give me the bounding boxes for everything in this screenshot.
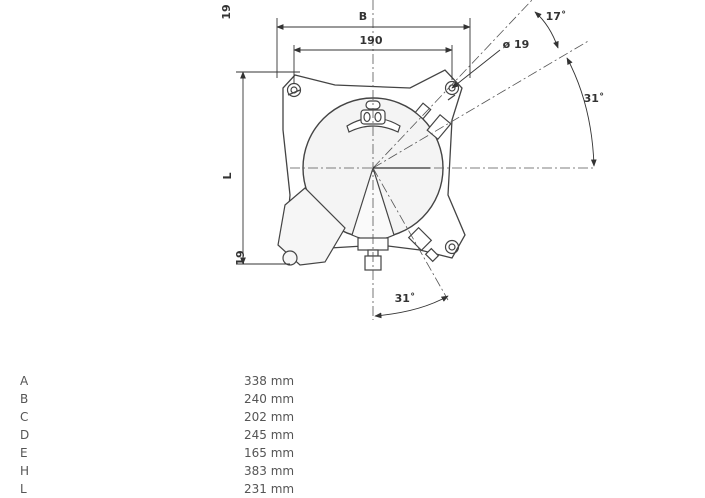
dimension-key: L: [20, 482, 27, 496]
dimension-value: 383 mm: [244, 464, 295, 478]
technical-drawing: B 190 ø 19 17˚ 31˚ 31˚ L 19 19: [220, 0, 605, 320]
angle-31-bottom-arc: [374, 295, 449, 319]
angle-31-bottom-label: 31˚: [395, 292, 416, 305]
dim-19-left-label: 19: [234, 250, 247, 265]
mounting-hole-bottom-right: [444, 239, 460, 255]
phi19-leader: [451, 49, 501, 89]
dimension-value: 202 mm: [244, 410, 295, 424]
dimension-value: 338 mm: [244, 374, 295, 388]
angle-17-arc: [534, 11, 559, 49]
dimension-key: H: [20, 464, 30, 478]
dimensions-table: A 338 mm B 240 mm C 202 mm D 245 mm E 16…: [20, 372, 294, 498]
dimension-value: 245 mm: [244, 428, 295, 442]
phi19-label: ø 19: [503, 38, 530, 51]
dim-190-label: 190: [360, 34, 383, 47]
table-row: E 165 mm: [20, 444, 294, 462]
dim-b: [276, 18, 471, 78]
dimension-key: B: [20, 392, 29, 406]
dim-l: [236, 71, 300, 265]
table-row: A 338 mm: [20, 372, 294, 390]
dim-l-label: L: [221, 172, 234, 179]
dim-190: [293, 45, 453, 84]
table-row: D 245 mm: [20, 426, 294, 444]
dimension-key: E: [20, 446, 28, 460]
dimension-value: 231 mm: [244, 482, 295, 496]
table-row: L 231 mm: [20, 480, 294, 498]
terminal-box: [277, 187, 346, 266]
table-row: H 383 mm: [20, 462, 294, 480]
angle-17-label: 17˚: [546, 10, 567, 23]
angle-31-right-label: 31˚: [584, 92, 605, 105]
angle-31-right-arc: [566, 57, 597, 167]
dimension-key: A: [20, 374, 29, 388]
dimension-value: 240 mm: [244, 392, 295, 406]
dimension-key: C: [20, 410, 29, 424]
dimension-key: D: [20, 428, 30, 442]
dim-19-top-label: 19: [220, 4, 233, 19]
table-row: B 240 mm: [20, 390, 294, 408]
valve-lower-right: [407, 226, 440, 263]
dimension-value: 165 mm: [244, 446, 295, 460]
dim-b-label: B: [359, 10, 367, 23]
valve-upper-right: [414, 102, 452, 141]
table-row: C 202 mm: [20, 408, 294, 426]
